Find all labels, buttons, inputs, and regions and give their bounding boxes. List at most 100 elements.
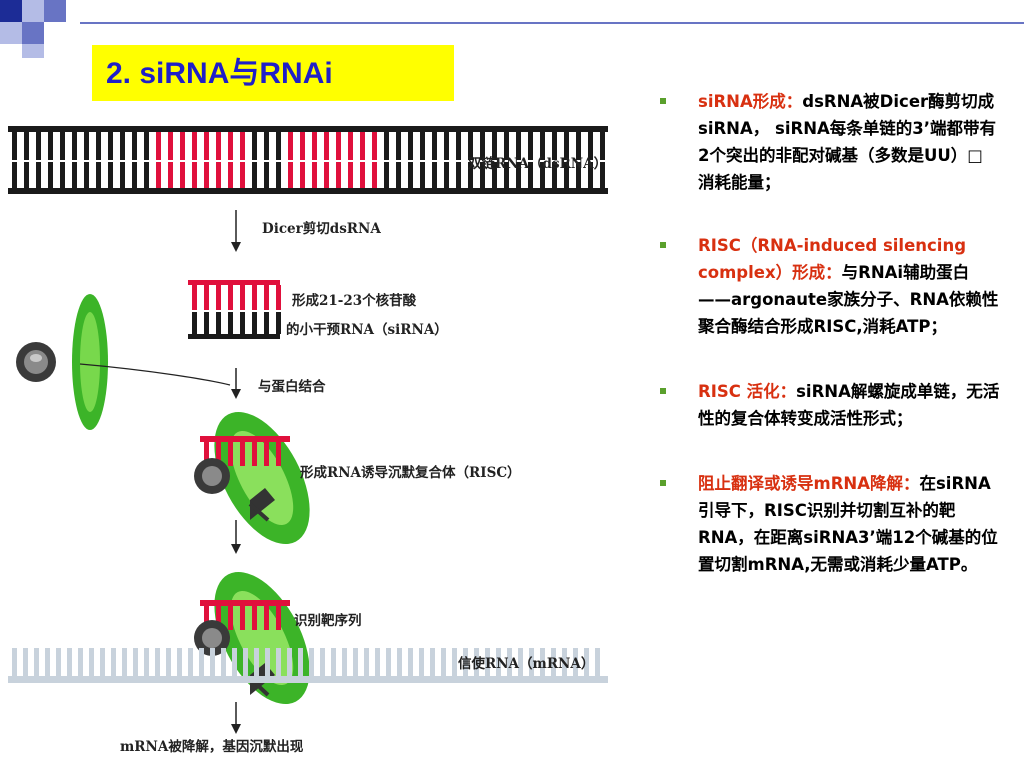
label-sirna-2: 的小干预RNA（siRNA） [286,321,448,338]
base-pair-bar [216,285,221,310]
bullet-head: RISC 活化： [698,382,797,401]
bullet-marker [660,388,666,394]
base-pair-bar [156,162,161,188]
base-pair-bar [228,285,233,310]
base-pair-bar [518,648,523,676]
arrow-4 [231,702,241,734]
bullet-marker [660,98,666,104]
base-pair-bar [120,162,125,188]
base-pair-bar [252,312,257,334]
base-pair-bar [48,132,53,160]
base-pair-bar [265,648,270,676]
base-pair-bar [96,162,101,188]
base-pair-bar [420,162,425,188]
base-pair-bar [12,648,17,676]
base-pair-bar [504,132,509,160]
base-pair-bar [485,648,490,676]
base-pair-bar [240,132,245,160]
base-pair-bar [336,132,341,160]
bullet-marker [660,242,666,248]
arrow-1 [231,210,241,252]
base-pair-bar [298,648,303,676]
base-pair-bar [348,132,353,160]
base-pair-bar [252,606,257,630]
base-pair-bar [419,648,424,676]
base-pair-bar [156,132,161,160]
base-pair-bar [320,648,325,676]
base-pair-bar [204,132,209,160]
base-pair-bar [300,162,305,188]
base-pair-bar [276,312,281,334]
base-pair-bar [342,648,347,676]
base-pair-bar [276,132,281,160]
base-pair-bar [516,162,521,188]
bullet-body: siRNA解螺旋成单链，无活性的复合体转变成活性形式； [698,382,1000,428]
base-pair-bar [408,132,413,160]
base-pair-bar [252,285,257,310]
base-pair-bar [144,162,149,188]
base-pair-bar [67,648,72,676]
base-pair-bar [480,132,485,160]
base-pair-bar [364,648,369,676]
bullet-body: 与RNAi辅助蛋白——argonaute家族分子、RNA依赖性聚合酶结合形成RI… [698,263,999,336]
dsrna-molecule [8,126,608,194]
rnai-diagram: 双链RNA（dsRNA） Dicer剪切dsRNA 形成21-23个核苷酸 的小… [8,126,608,755]
base-pair-bar [372,162,377,188]
label-protein: 与蛋白结合 [258,378,326,395]
base-pair-bar [111,648,116,676]
base-pair-bar [192,162,197,188]
bullet-body: 在siRNA引导下，RISC识别并切割互补的靶RNA，在距离siRNA3’端12… [698,474,998,574]
base-pair-bar [216,132,221,160]
base-pair-bar [444,132,449,160]
base-pair-bar [264,162,269,188]
base-pair-bar [192,312,197,334]
base-pair-bar [564,162,569,188]
base-pair-bar [456,162,461,188]
base-pair-bar [287,648,292,676]
base-pair-bar [192,285,197,310]
base-pair-bar [216,312,221,334]
base-pair-bar [204,312,209,334]
base-pair-bar [375,648,380,676]
base-pair-bar [120,132,125,160]
bullet-marker [660,480,666,486]
base-pair-bar [576,162,581,188]
base-pair-bar [372,132,377,160]
arrow-3 [231,520,241,554]
base-pair-bar [324,132,329,160]
base-pair-bar [441,648,446,676]
protein-complex [16,294,231,430]
base-pair-bar [144,132,149,160]
corner-decoration [0,0,1024,58]
base-pair-bar [480,162,485,188]
base-pair-bar [243,648,248,676]
base-pair-bar [240,312,245,334]
base-pair-bar [276,606,281,630]
base-pair-bar [60,132,65,160]
base-pair-bar [204,162,209,188]
base-pair-bar [264,132,269,160]
base-pair-bar [36,132,41,160]
base-pair-bar [228,132,233,160]
base-pair-bar [240,606,245,630]
base-pair-bar [384,132,389,160]
risc-complex [194,411,310,545]
base-pair-bar [254,648,259,676]
label-mrna: 信使RNA（mRNA） [458,655,594,672]
base-pair-bar [552,162,557,188]
base-pair-bar [180,162,185,188]
label-dicer: Dicer剪切dsRNA [262,220,381,237]
base-pair-bar [552,132,557,160]
base-pair-bar [34,648,39,676]
base-pair-bar [24,132,29,160]
base-pair-bar [168,162,173,188]
base-pair-bar [360,132,365,160]
base-pair-bar [540,648,545,676]
base-pair-bar [408,648,413,676]
base-pair-bar [600,162,605,188]
base-pair-bar [240,285,245,310]
base-pair-bar [456,132,461,160]
base-pair-bar [576,132,581,160]
bullet-head: siRNA形成： [698,92,803,111]
base-pair-bar [276,442,281,466]
